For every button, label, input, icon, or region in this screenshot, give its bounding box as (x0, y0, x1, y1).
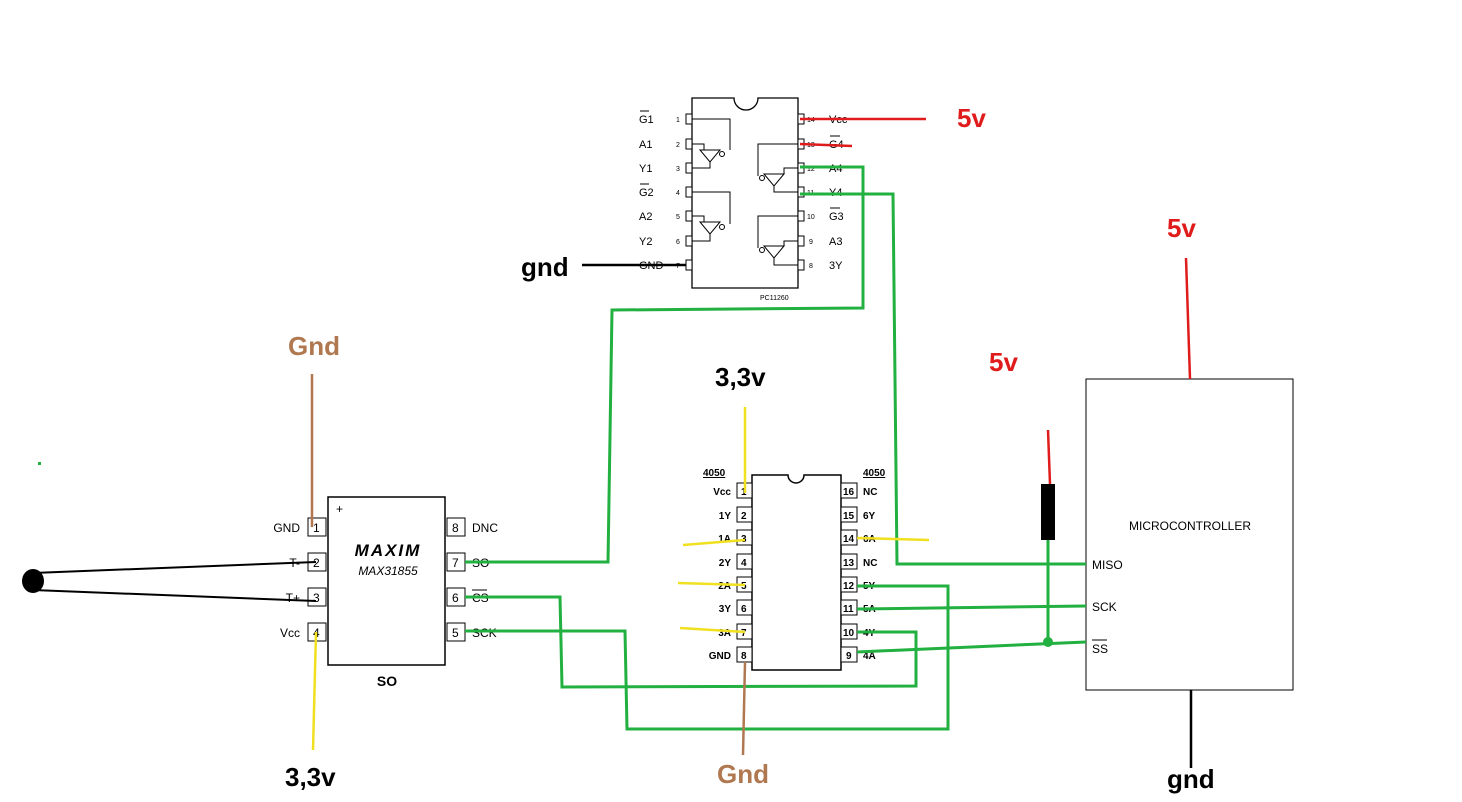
max-pin-dnc: DNC (472, 521, 498, 535)
max-plus-mark: + (336, 502, 343, 516)
c4050-pin-3a: 3A (718, 628, 731, 639)
max-num-1: 1 (313, 521, 320, 535)
c4050-num-7: 7 (741, 628, 747, 639)
buf-pin-a4: A4 (829, 163, 842, 175)
max-num-2: 2 (313, 556, 320, 570)
max-package: SO (377, 673, 397, 689)
buf-num-1: 1 (676, 117, 680, 124)
max-num-8: 8 (452, 521, 459, 535)
c4050-num-10: 10 (843, 628, 855, 639)
buf-pin-g3: G3 (829, 211, 844, 223)
c4050-pin-nc16: NC (863, 487, 877, 498)
mcu-pin-ss: SS (1092, 642, 1108, 656)
buf-part-number: PC11260 (760, 295, 789, 302)
label-5v-resistor: 5v (989, 347, 1018, 377)
c4050-num-2: 2 (741, 511, 747, 522)
buf-pin-y2: Y2 (639, 236, 652, 248)
cd4050-chip: 4050 4050 Vcc 1Y 1A 2Y 2A 3Y 3A GND 1 2 … (703, 468, 886, 671)
label-gnd-mid: Gnd (717, 759, 769, 789)
black-gnd-wires (582, 263, 1193, 768)
buf-num-6: 6 (676, 239, 680, 246)
buf-pin-3y: 3Y (829, 260, 843, 272)
c4050-pin-2a: 2A (718, 581, 731, 592)
c4050-num-11: 11 (843, 604, 854, 615)
brown-gnd-wires (310, 374, 747, 756)
buf-num-7: 7 (676, 263, 680, 270)
chip4050-title-left: 4050 (703, 468, 726, 479)
mcu-title: MICROCONTROLLER (1129, 519, 1251, 533)
max-num-7: 7 (452, 556, 459, 570)
c4050-pin-gnd: GND (709, 651, 731, 662)
c4050-num-5: 5 (741, 581, 747, 592)
c4050-pin-6y: 6Y (863, 511, 876, 522)
max-pin-tplus: T+ (286, 591, 300, 605)
mcu-pin-miso: MISO (1092, 558, 1123, 572)
yellow-3v3-wires (311, 407, 930, 751)
buf-num-2: 2 (676, 142, 680, 149)
c4050-num-4: 4 (741, 558, 747, 569)
max-pin-gnd: GND (273, 521, 300, 535)
buf-num-10: 10 (807, 214, 815, 221)
label-gnd-mcu: gnd (1167, 764, 1215, 794)
buf-num-3: 3 (676, 166, 680, 173)
label-gnd-top: gnd (521, 252, 569, 282)
c4050-pin-1a: 1A (718, 534, 731, 545)
mcu-pin-sck: SCK (1092, 600, 1117, 614)
max31855-chip: + MAXIM MAX31855 SO GND T- T+ Vcc 1 2 3 … (273, 496, 498, 689)
buffer-gate-symbols (692, 118, 798, 266)
max-pin-sck: SCK (472, 626, 497, 640)
max-pin-vcc: Vcc (280, 626, 300, 640)
red-5v-wires (799, 117, 1192, 485)
buf-num-9: 9 (809, 239, 813, 246)
buf-num-8: 8 (809, 263, 813, 270)
chip4050-title-right: 4050 (863, 468, 886, 479)
max-num-3: 3 (313, 591, 320, 605)
buf-num-12: 12 (807, 166, 815, 173)
c4050-pin-1y: 1Y (719, 511, 732, 522)
max-num-5: 5 (452, 626, 459, 640)
c4050-num-15: 15 (843, 511, 855, 522)
c4050-num-12: 12 (843, 581, 855, 592)
c4050-pin-3y: 3Y (719, 604, 732, 615)
buf-pin-a1: A1 (639, 139, 652, 151)
max-part-number: MAX31855 (358, 564, 418, 578)
buffer-chip: G1 A1 Y1 G2 A2 Y2 GND 1 2 3 4 5 6 7 14 1… (639, 97, 848, 302)
buf-num-4: 4 (676, 190, 680, 197)
thermocouple-probe (22, 462, 317, 602)
c4050-pin-nc13: NC (863, 558, 877, 569)
label-5v-top: 5v (957, 103, 986, 133)
c4050-pin-vcc: Vcc (713, 487, 731, 498)
label-3v3-mid: 3,3v (715, 362, 766, 392)
label-5v-mcu: 5v (1167, 213, 1196, 243)
buf-pin-g2: G2 (639, 187, 654, 199)
buf-pin-a2: A2 (639, 211, 652, 223)
green-signal-wires (465, 165, 1087, 731)
buf-num-5: 5 (676, 214, 680, 221)
c4050-num-9: 9 (846, 651, 852, 662)
c4050-num-14: 14 (843, 534, 855, 545)
buf-pin-a3: A3 (829, 236, 842, 248)
max-num-6: 6 (452, 591, 459, 605)
junction-dot (1043, 637, 1053, 647)
buf-pin-g1: G1 (639, 114, 654, 126)
c4050-num-8: 8 (741, 651, 747, 662)
label-3v3-left: 3,3v (285, 762, 336, 792)
pullup-resistor (1041, 484, 1055, 540)
c4050-pin-2y: 2Y (719, 558, 732, 569)
label-gnd-left: Gnd (288, 331, 340, 361)
c4050-num-6: 6 (741, 604, 747, 615)
buf-pin-y1: Y1 (639, 163, 652, 175)
c4050-num-13: 13 (843, 558, 855, 569)
c4050-num-16: 16 (843, 487, 855, 498)
microcontroller: MICROCONTROLLER MISO SCK SS (1085, 378, 1294, 691)
maxim-logo: MAXIM (355, 541, 422, 560)
c4050-pin-4a: 4A (863, 651, 876, 662)
buf-num-14: 14 (807, 117, 815, 124)
